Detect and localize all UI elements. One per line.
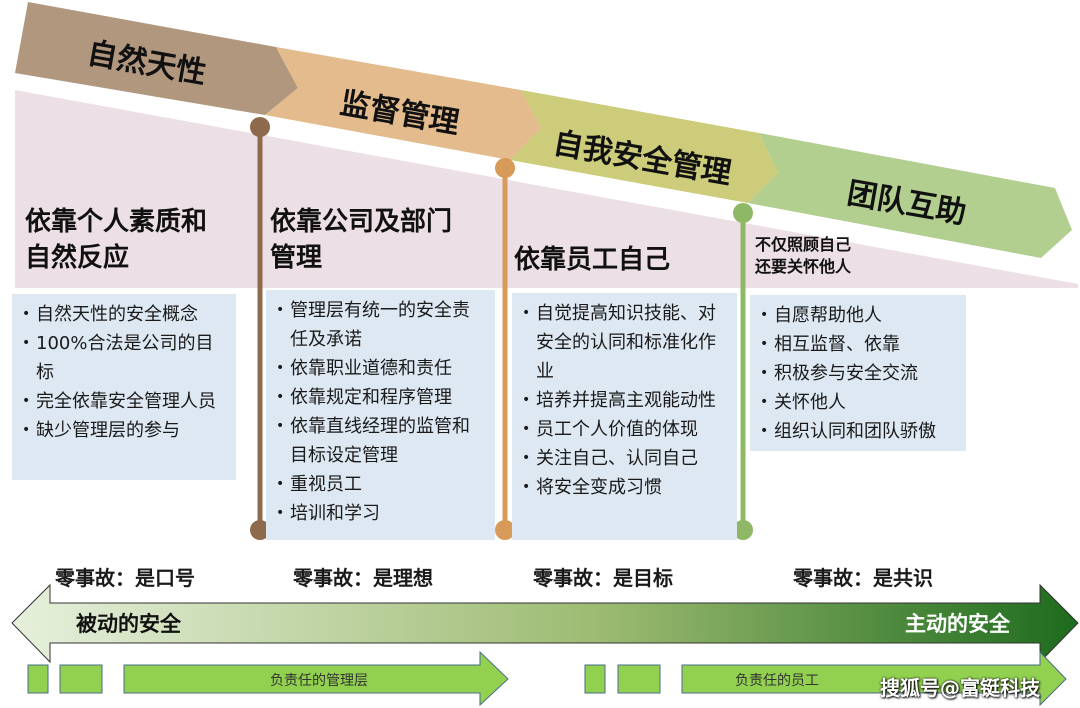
list-item: 管理层有统一的安全责任及承诺 (274, 296, 475, 354)
list-item: 自然天性的安全概念 (20, 300, 221, 329)
small-square (617, 664, 661, 694)
list-item: 关注自己、认同自己 (520, 444, 721, 473)
pin-top-2 (495, 158, 515, 178)
list-item: 将安全变成习惯 (520, 473, 721, 502)
pin-bottom-2 (495, 520, 515, 540)
list-item: 培养并提高主观能动性 (520, 386, 721, 415)
zero-accident-label-1: 零事故：是口号 (55, 566, 195, 590)
list-item: 关怀他人 (758, 388, 959, 417)
stage-heading-4: 不仅照顾自己 还要关怀他人 (755, 234, 851, 278)
list-item: 自觉提高知识技能、对安全的认同和标准化作业 (520, 299, 721, 386)
employee-arrow (681, 650, 1067, 707)
list-item: 重视员工 (274, 470, 475, 499)
pin-bottom-3 (733, 520, 753, 540)
list-item: 依靠直线经理的监管和目标设定管理 (274, 412, 475, 470)
list-item: 依靠规定和程序管理 (274, 383, 475, 412)
zero-accident-label-4: 零事故：是共识 (793, 566, 933, 590)
list-item: 员工个人价值的体现 (520, 415, 721, 444)
employee-arrow-label: 负责任的员工 (735, 673, 819, 689)
zero-accident-label-2: 零事故：是理想 (293, 566, 433, 590)
stage-box-3: 自觉提高知识技能、对安全的认同和标准化作业 培养并提高主观能动性 员工个人价值的… (512, 293, 737, 540)
zero-accident-label-3: 零事故：是目标 (533, 566, 673, 590)
heading-line: 还要关怀他人 (755, 257, 852, 276)
list-item: 组织认同和团队骄傲 (758, 417, 959, 446)
small-square (584, 664, 606, 694)
pin-top-3 (733, 203, 753, 223)
list-item: 完全依靠安全管理人员 (20, 387, 221, 416)
pin-top-1 (250, 117, 270, 137)
stage-heading-2: 依靠公司及部门管理 (270, 207, 453, 273)
stage-box-1: 自然天性的安全概念 100%合法是公司的目标 完全依靠安全管理人员 缺少管理层的… (12, 294, 236, 480)
management-arrow (123, 650, 509, 707)
management-arrow-label: 负责任的管理层 (270, 673, 368, 689)
stage-band-3 (510, 90, 778, 203)
list-item: 依靠职业道德和责任 (274, 354, 475, 383)
list-item: 相互监督、依靠 (758, 330, 959, 359)
active-safety-label: 主动的安全 (905, 612, 1010, 636)
heading-line: 不仅照顾自己 (755, 235, 852, 254)
stage-heading-1: 依靠个人素质和自然反应 (25, 207, 208, 273)
safety-spectrum-arrow (11, 583, 1079, 664)
stage-band-1 (15, 2, 298, 115)
small-square (27, 664, 49, 694)
list-item: 缺少管理层的参与 (20, 416, 221, 445)
list-item: 培训和学习 (274, 499, 475, 528)
stage-box-4: 自愿帮助他人 相互监督、依靠 积极参与安全交流 关怀他人 组织认同和团队骄傲 (750, 295, 966, 451)
stage-heading-3: 依靠员工自己 (514, 245, 671, 275)
watermark: 搜狐号@富铤科技 (880, 676, 1040, 700)
pink-background-wedge (15, 90, 1078, 288)
stage-band-4 (748, 133, 1072, 258)
stage-band-2 (265, 47, 541, 160)
passive-safety-label: 被动的安全 (76, 612, 181, 636)
list-item: 自愿帮助他人 (758, 301, 959, 330)
list-item: 100%合法是公司的目标 (20, 329, 221, 387)
pin-bottom-1 (250, 520, 270, 540)
stage-box-2: 管理层有统一的安全责任及承诺 依靠职业道德和责任 依靠规定和程序管理 依靠直线经… (266, 290, 495, 540)
list-item: 积极参与安全交流 (758, 359, 959, 388)
small-square (59, 664, 103, 694)
